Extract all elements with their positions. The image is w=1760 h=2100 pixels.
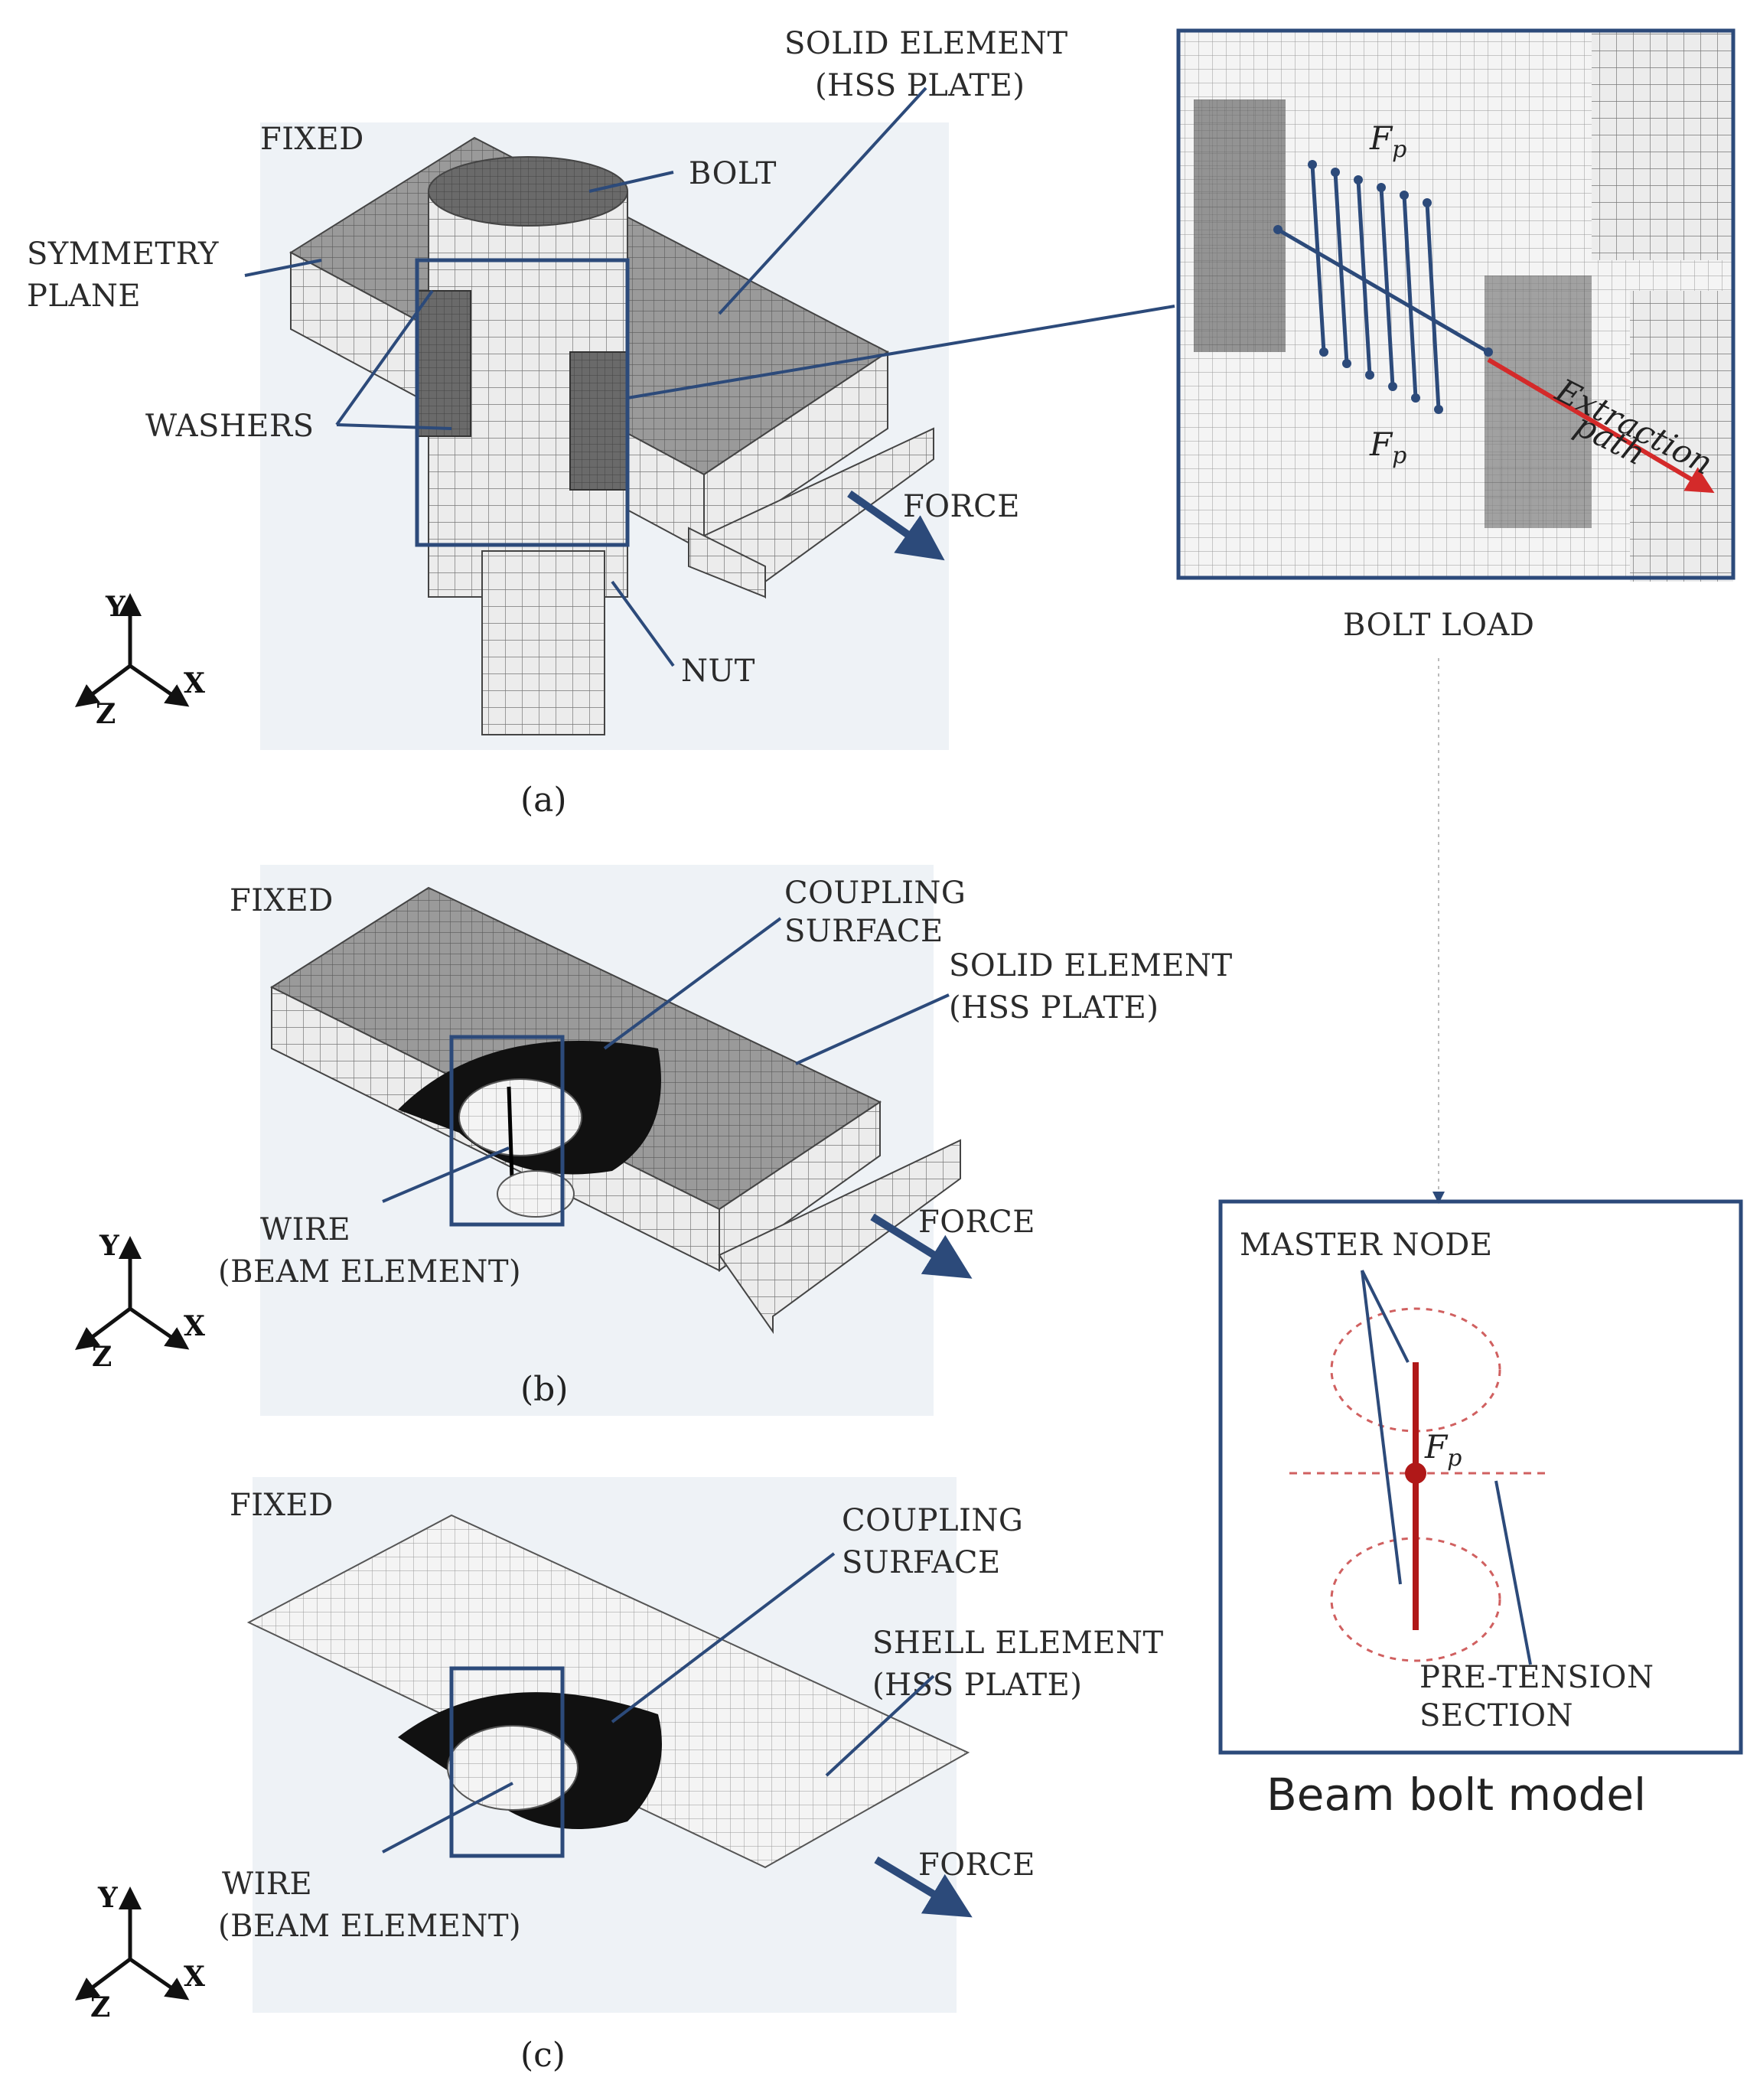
axis-z-label: Z (96, 698, 116, 730)
leader-solid-b (795, 993, 950, 1065)
label-pretension: PRE-TENSION (1419, 1660, 1654, 1695)
axis-x-label-c: X (184, 1961, 205, 1993)
leader-wire-c (382, 1782, 513, 1854)
zoom-box-b (449, 1035, 565, 1227)
leader-pretension (1494, 1480, 1532, 1665)
leader-washer-1 (335, 289, 434, 426)
label-force-b: FORCE (918, 1205, 1035, 1240)
inset-frame (1176, 28, 1736, 580)
bolt-head (428, 156, 628, 227)
caption-a: (a) (520, 781, 567, 820)
label-fixed-a: FIXED (260, 122, 364, 157)
label-fixed-c: FIXED (230, 1488, 334, 1523)
beam-bolt-model: MASTER NODE Fp PRE-TENSION SECTION Beam … (1218, 1199, 1743, 1821)
bolt-hole-c (447, 1725, 579, 1811)
zoom-box-a (415, 258, 630, 547)
label-symmetry: SYMMETRY (27, 236, 219, 272)
axes-a: Y X Z (75, 591, 205, 730)
leader-shell-c (825, 1674, 935, 1777)
beam-model-frame (1218, 1199, 1743, 1755)
tension-nodes (1273, 160, 1493, 414)
tension-lines (1276, 164, 1490, 410)
force-arrow-a (847, 490, 945, 561)
axis-z-label-b: Z (92, 1341, 112, 1373)
caption-c: (c) (520, 2036, 565, 2075)
label-shell-element-c: SHELL ELEMENT (872, 1626, 1164, 1661)
label-bolt: BOLT (689, 156, 777, 191)
axis-y-label: Y (105, 591, 126, 623)
washer-left (416, 290, 471, 437)
plate-end-b (719, 1101, 881, 1272)
label-surface-b: SURFACE (784, 914, 944, 949)
label-nut: NUT (681, 654, 755, 689)
plate-end (703, 351, 888, 553)
force-arrow-c (874, 1856, 973, 1918)
label-washers: WASHERS (145, 409, 315, 444)
leader-nut (611, 580, 675, 667)
bolt-lower (481, 550, 605, 735)
label-hss-plate-a: (HSS PLATE) (815, 68, 1025, 103)
label-hss-plate-c: (HSS PLATE) (872, 1668, 1082, 1703)
label-coupling-b: COUPLING (784, 876, 966, 911)
label-beam-element-c: (BEAM ELEMENT) (218, 1909, 521, 1944)
leader-solid-a (718, 86, 927, 315)
fp-bottom: Fp (1369, 426, 1406, 469)
panel-c: FIXED COUPLING SURFACE SHELL ELEMENT (HS… (75, 1477, 1164, 2075)
label-solid-element-b: SOLID ELEMENT (949, 948, 1233, 983)
axis-y-label-b: Y (99, 1230, 120, 1262)
label-force-c: FORCE (918, 1847, 1035, 1883)
leader-washer-2 (336, 423, 452, 430)
inset-bolt-load: Fp Fp Extraction path BOLT LOAD (1176, 28, 1736, 1204)
label-force-a: FORCE (903, 489, 1020, 524)
bolt-lower-b (497, 1170, 575, 1218)
axis-z-label-c: Z (90, 1991, 110, 2023)
label-master-node: MASTER NODE (1240, 1228, 1493, 1263)
leader-wire-b (382, 1146, 510, 1203)
axis-x-label: X (184, 667, 205, 699)
leader-master-2 (1361, 1270, 1402, 1585)
inset-washer-left (1194, 99, 1286, 352)
flange-b (718, 1139, 961, 1335)
panel-a: FIXED SOLID ELEMENT (HSS PLATE) BOLT SYM… (27, 26, 1175, 820)
label-solid-element-a: SOLID ELEMENT (784, 26, 1068, 61)
axis-x-label-b: X (184, 1310, 205, 1342)
label-fixed-b: FIXED (230, 883, 334, 918)
axes-b: Y X Z (75, 1230, 205, 1373)
label-section: SECTION (1419, 1698, 1573, 1733)
beam-model-caption: Beam bolt model (1266, 1769, 1646, 1821)
zoom-box-c (449, 1666, 565, 1858)
inset-plate-edge (1630, 291, 1733, 582)
leader-master-1 (1361, 1270, 1410, 1363)
extraction-arrow (1487, 357, 1715, 494)
master-node (1405, 1462, 1426, 1484)
panel-b: FIXED COUPLING SURFACE SOLID ELEMENT (HS… (75, 865, 1233, 1416)
label-wire-b: WIRE (260, 1212, 350, 1247)
label-plane: PLANE (27, 279, 141, 314)
label-hss-plate-b: (HSS PLATE) (949, 990, 1159, 1026)
leader-coupling-c (611, 1552, 836, 1723)
axes-c: Y X Z (75, 1882, 205, 2023)
label-coupling-c: COUPLING (842, 1503, 1023, 1538)
fp-top: Fp (1369, 119, 1406, 163)
force-arrow-b (870, 1213, 973, 1279)
label-bolt-load: BOLT LOAD (1343, 608, 1534, 643)
leader-symmetry (244, 259, 322, 277)
flange-edge (688, 527, 766, 598)
caption-b: (b) (520, 1370, 569, 1409)
axis-y-label-c: Y (97, 1882, 119, 1914)
fp-beam: Fp (1424, 1428, 1462, 1472)
inset-washer-right (1485, 276, 1592, 528)
leader-coupling-b (603, 917, 782, 1050)
label-surface-c: SURFACE (842, 1545, 1001, 1580)
bolt-hole-b (458, 1078, 582, 1156)
label-beam-element-b: (BEAM ELEMENT) (218, 1254, 521, 1290)
inset-bolt-head (1592, 31, 1733, 260)
washer-right (569, 351, 628, 491)
label-wire-c: WIRE (222, 1867, 312, 1902)
leader-bolt (588, 171, 674, 193)
leader-zoom-inset (627, 305, 1175, 399)
